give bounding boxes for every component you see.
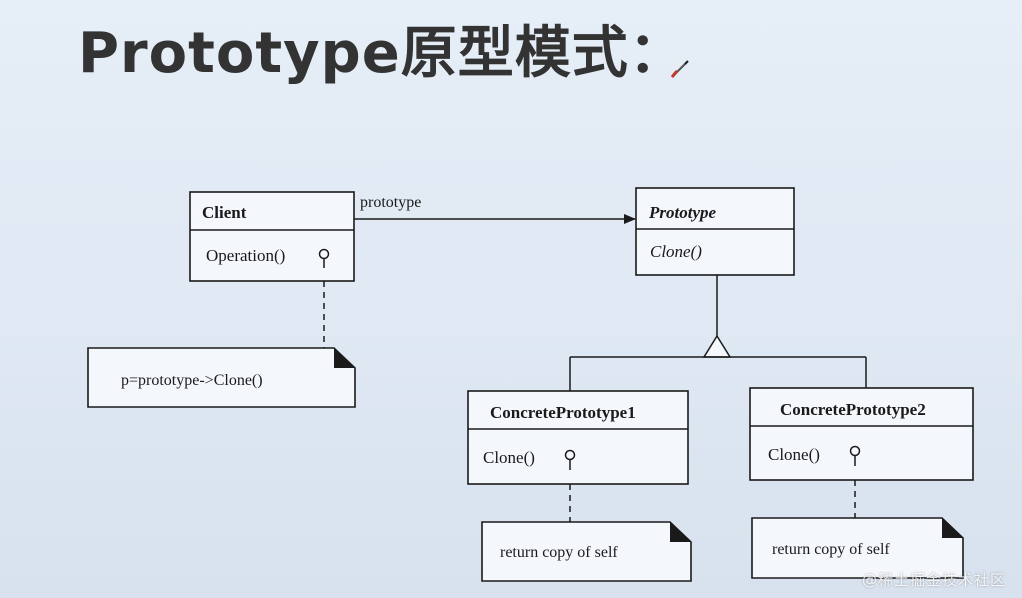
concrete-prototype2-clone-method: Clone()	[768, 445, 820, 464]
prototype-class: Prototype Clone()	[635, 187, 795, 276]
concrete-prototype1-clone-method: Clone()	[483, 448, 535, 467]
prototype-class-name: Prototype	[648, 203, 716, 222]
client-class: Client Operation()	[189, 191, 355, 282]
concrete2-note: return copy of self	[751, 517, 964, 579]
concrete1-note-text: return copy of self	[500, 544, 618, 561]
concrete-prototype1-class: ConcretePrototype1 Clone()	[467, 390, 689, 485]
client-note: p=prototype->Clone()	[87, 347, 356, 408]
prototype-clone-method: Clone()	[650, 242, 702, 261]
concrete-prototype2-class: ConcretePrototype2 Clone()	[749, 387, 974, 481]
association-label: prototype	[360, 194, 421, 211]
concrete2-note-text: return copy of self	[772, 541, 890, 558]
watermark: @稀土掘金技术社区	[861, 571, 1006, 589]
page-title: Prototype原型模式：	[78, 21, 686, 86]
client-class-name: Client	[202, 203, 247, 222]
pen-icon	[670, 60, 689, 78]
concrete-prototype1-name: ConcretePrototype1	[490, 403, 636, 422]
client-operation-method: Operation()	[206, 246, 285, 265]
client-note-text: p=prototype->Clone()	[121, 372, 263, 389]
concrete1-note: return copy of self	[481, 521, 692, 582]
concrete-prototype2-name: ConcretePrototype2	[780, 400, 926, 419]
inheritance-connector	[569, 275, 867, 391]
